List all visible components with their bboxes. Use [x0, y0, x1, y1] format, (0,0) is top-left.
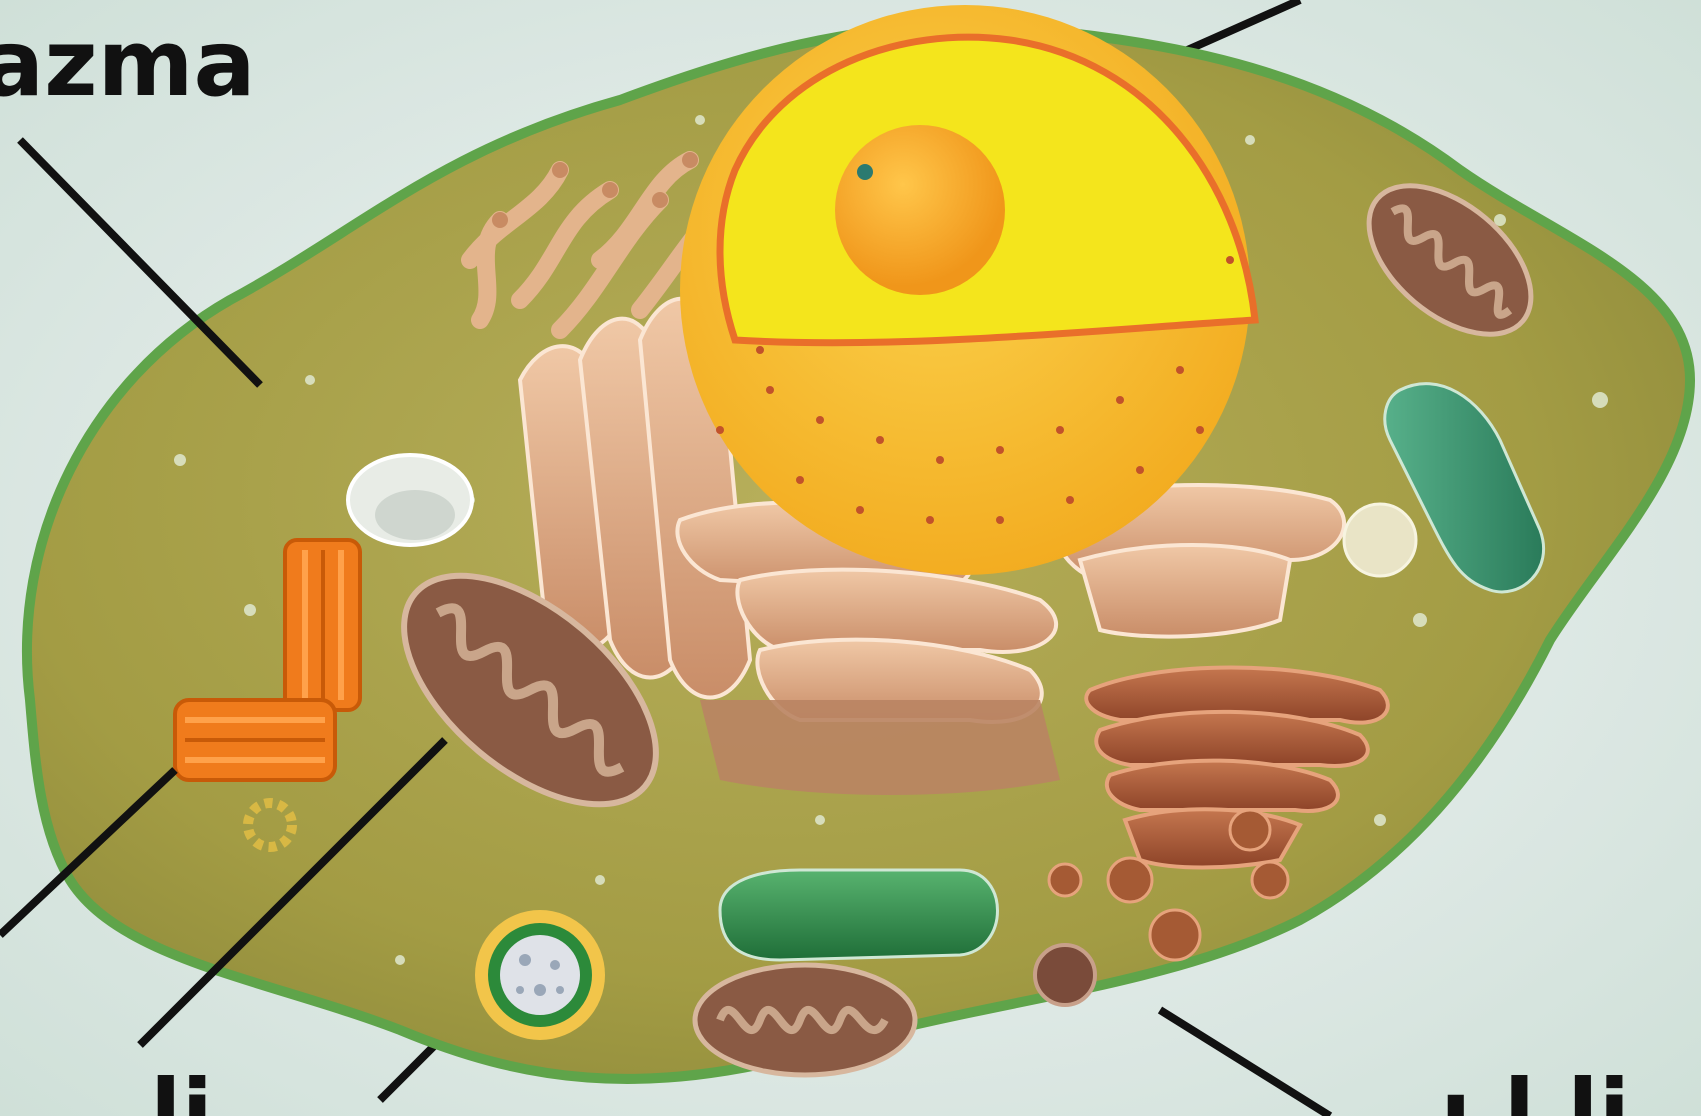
vesicle-cream [1344, 504, 1416, 576]
pointer-line-bottom-right [1160, 1010, 1330, 1116]
er-base [700, 700, 1060, 795]
lysosome [475, 910, 605, 1040]
vesicle-small [1035, 945, 1095, 1005]
pointer-line-top-left [20, 140, 260, 385]
vesicle-white [348, 455, 472, 545]
mitochondrion-bottom [695, 965, 915, 1075]
label-bottom-right: ı l li [1440, 1068, 1630, 1116]
green-organelle-bottom [720, 870, 998, 960]
label-bottom-left: li [150, 1068, 213, 1116]
centriole-vertical [285, 540, 360, 710]
label-top-left: azma [0, 18, 256, 110]
centriole-horizontal [175, 700, 335, 780]
